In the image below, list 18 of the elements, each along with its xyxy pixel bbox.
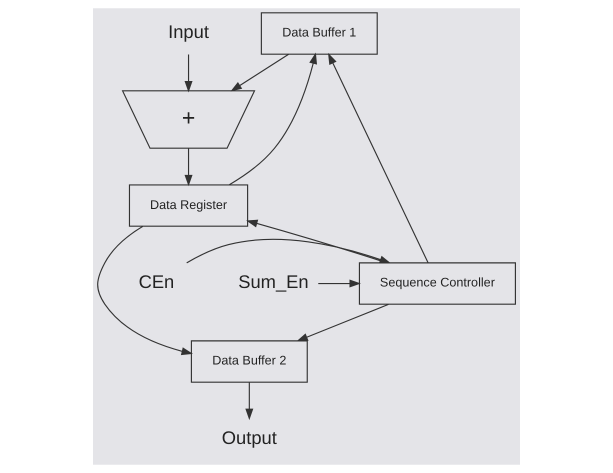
arrow <box>184 54 193 92</box>
arrow <box>97 226 193 356</box>
arrow <box>296 304 389 342</box>
node-text: CEn <box>138 270 174 292</box>
arrow <box>328 52 429 264</box>
node-box: Data Register <box>128 184 248 227</box>
arrow <box>184 148 193 186</box>
node-text: Sum_En <box>238 270 309 292</box>
arrow <box>230 54 289 92</box>
node-text: Output <box>222 426 277 448</box>
node-text: Input <box>168 20 209 42</box>
node-box: Data Buffer 2 <box>190 340 308 383</box>
arrow <box>229 52 318 186</box>
node-box: Data Buffer 1 <box>260 12 378 55</box>
arrow <box>318 280 361 288</box>
node-box: Sequence Controller <box>358 262 516 305</box>
arrow <box>245 382 254 420</box>
arrow <box>186 238 392 264</box>
